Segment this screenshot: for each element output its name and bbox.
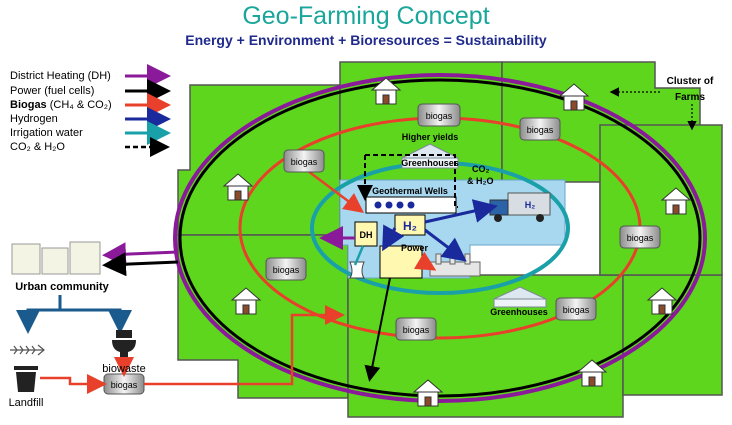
greenhouses-label: Greenhouses	[490, 307, 548, 317]
dh-label: DH	[360, 230, 373, 240]
greenhouse-icon-bottom	[493, 286, 547, 308]
biogas-label: biogas	[627, 233, 654, 243]
farms-label: Farms	[675, 92, 705, 103]
fish-bone-icon	[10, 344, 45, 356]
urban-buildings-icon	[11, 241, 101, 275]
legend-biogas-detail: (CH₄ & CO₂)	[46, 99, 112, 111]
urban-community-label: Urban community	[15, 281, 109, 293]
legend-item-hydrogen: Hydrogen	[10, 113, 58, 125]
biogas-label: biogas	[291, 157, 318, 167]
h2o-label: & H₂O	[467, 176, 494, 186]
biogas-label: biogas	[273, 265, 300, 275]
legend-item-irrigation: Irrigation water	[10, 127, 83, 139]
higher-yields-label: Higher yields	[402, 132, 459, 142]
power-ring	[178, 78, 702, 398]
biowaste-label: biowaste	[102, 363, 145, 375]
legend-biogas-bold: Biogas	[10, 99, 47, 111]
h2-label: H₂	[403, 219, 417, 233]
biogas-label: biogas	[403, 325, 430, 335]
hydrogen-to-truck	[424, 199, 498, 224]
landfill-label: Landfill	[9, 397, 44, 409]
page-title: Geo-Farming Concept	[242, 2, 490, 30]
legend-item-dh: District Heating (DH)	[10, 70, 111, 82]
page-subtitle: Energy + Environment + Bioresources = Su…	[185, 32, 547, 48]
biogas-to-farms	[144, 305, 345, 386]
farm-patch	[347, 274, 624, 418]
dh-box	[354, 221, 378, 247]
urban-to-biowaste	[60, 308, 132, 334]
cluster-label: Cluster of	[667, 76, 714, 87]
geothermal-wells-label: Geothermal Wells	[372, 186, 448, 196]
farmhouse-icon	[222, 77, 692, 407]
biogas-label: biogas	[527, 125, 554, 135]
co2-h2o-flow	[365, 154, 458, 208]
toilet-icon	[112, 330, 136, 358]
truck-h2-label: H₂	[525, 200, 536, 210]
legend-item-power: Power (fuel cells)	[10, 85, 95, 97]
legend	[125, 64, 171, 157]
power-label: Power	[401, 243, 429, 253]
factory-icon	[429, 251, 481, 277]
legend-item-biogas: Biogas (CH₄ & CO₂)	[10, 99, 112, 111]
co2-label: CO₂	[472, 164, 490, 174]
cooling-tower-icon	[349, 261, 365, 279]
biogas-label: biogas	[563, 305, 590, 315]
power-to-urban	[102, 252, 179, 277]
urban-to-landfill	[16, 295, 62, 334]
dh-to-urban	[102, 242, 179, 267]
greenhouses-label: Greenhouses	[401, 158, 459, 168]
biogas-label: biogas	[111, 380, 138, 390]
biogas-tank	[103, 103, 661, 395]
landfill-to-biogas	[40, 374, 107, 394]
biogas-label: biogas	[426, 111, 453, 121]
trash-can-icon	[14, 366, 38, 392]
legend-item-co2-h2o: CO₂ & H₂O	[10, 141, 65, 153]
power-to-ring	[364, 277, 391, 382]
district-heating-ring	[173, 73, 707, 403]
